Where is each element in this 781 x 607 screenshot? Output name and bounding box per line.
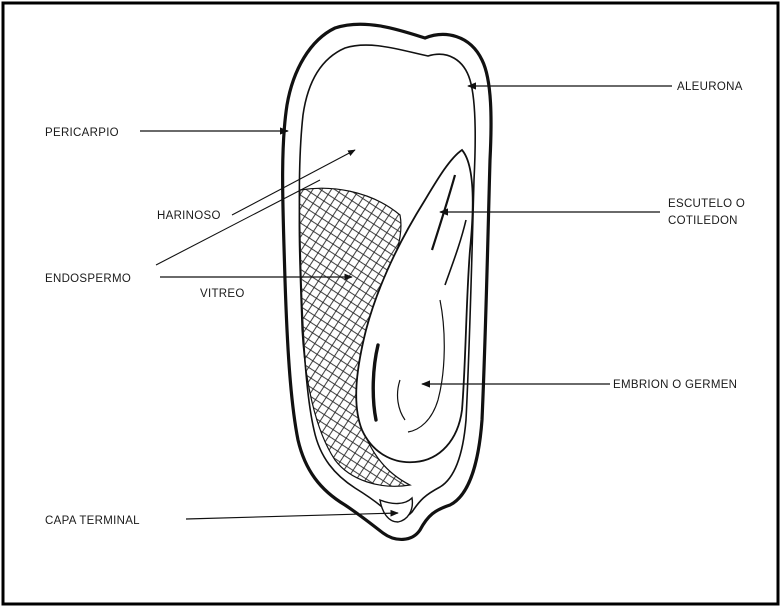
label-escutelo-line1: ESCUTELO O xyxy=(668,198,745,210)
label-harinoso: HARINOSO xyxy=(157,210,221,222)
label-capa-terminal: CAPA TERMINAL xyxy=(45,515,140,527)
label-embrion: EMBRION O GERMEN xyxy=(613,379,737,391)
label-escutelo-line2: COTILEDON xyxy=(668,215,738,227)
label-aleurona: ALEURONA xyxy=(677,81,743,93)
label-pericarpio: PERICARPIO xyxy=(45,127,119,139)
label-vitreo: VITREO xyxy=(200,288,245,300)
label-endospermo: ENDOSPERMO xyxy=(45,273,131,285)
